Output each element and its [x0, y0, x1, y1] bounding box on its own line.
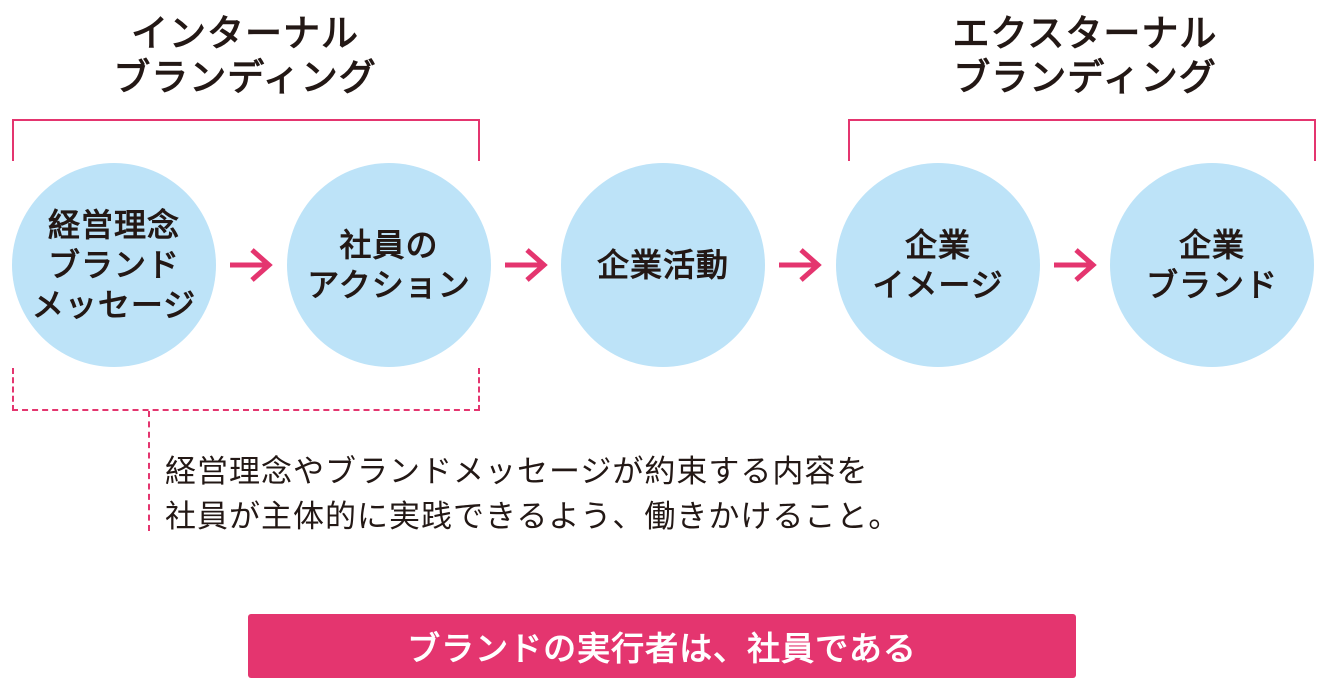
internal-scope-dashed-bracket: [12, 368, 480, 411]
internal-branding-heading: インターナル ブランディング: [113, 12, 377, 99]
flow-node-corporate-activity: 企業活動: [561, 163, 765, 367]
external-branding-heading: エクスターナル ブランディング: [952, 12, 1218, 99]
flow-node-label: 企業 ブランド: [1145, 226, 1278, 304]
flow-node-label: 企業 イメージ: [872, 226, 1004, 304]
flow-arrow-icon: [230, 248, 273, 282]
flow-node-label: 社員の アクション: [307, 226, 471, 304]
flow-arrow-icon: [1054, 248, 1097, 282]
flow-node-philosophy-message: 経営理念 ブランド メッセージ: [12, 163, 216, 367]
callout-dashed-line: [148, 411, 150, 531]
flow-arrow-icon: [505, 248, 548, 282]
flow-node-label: 企業活動: [596, 246, 729, 284]
external-branding-bracket: [848, 119, 1316, 161]
flow-node-employee-action: 社員の アクション: [287, 163, 491, 367]
flow-node-label: 経営理念 ブランド メッセージ: [31, 206, 197, 324]
flow-node-corporate-brand: 企業 ブランド: [1110, 163, 1314, 367]
internal-branding-bracket: [12, 119, 480, 161]
flow-arrow-icon: [779, 248, 822, 282]
internal-branding-description: 経営理念やブランドメッセージが約束する内容を 社員が主体的に実践できるよう、働き…: [165, 454, 901, 535]
flow-node-corporate-image: 企業 イメージ: [836, 163, 1040, 367]
conclusion-banner: ブランドの実行者は、社員である: [248, 614, 1076, 678]
conclusion-text: ブランドの実行者は、社員である: [407, 629, 917, 668]
